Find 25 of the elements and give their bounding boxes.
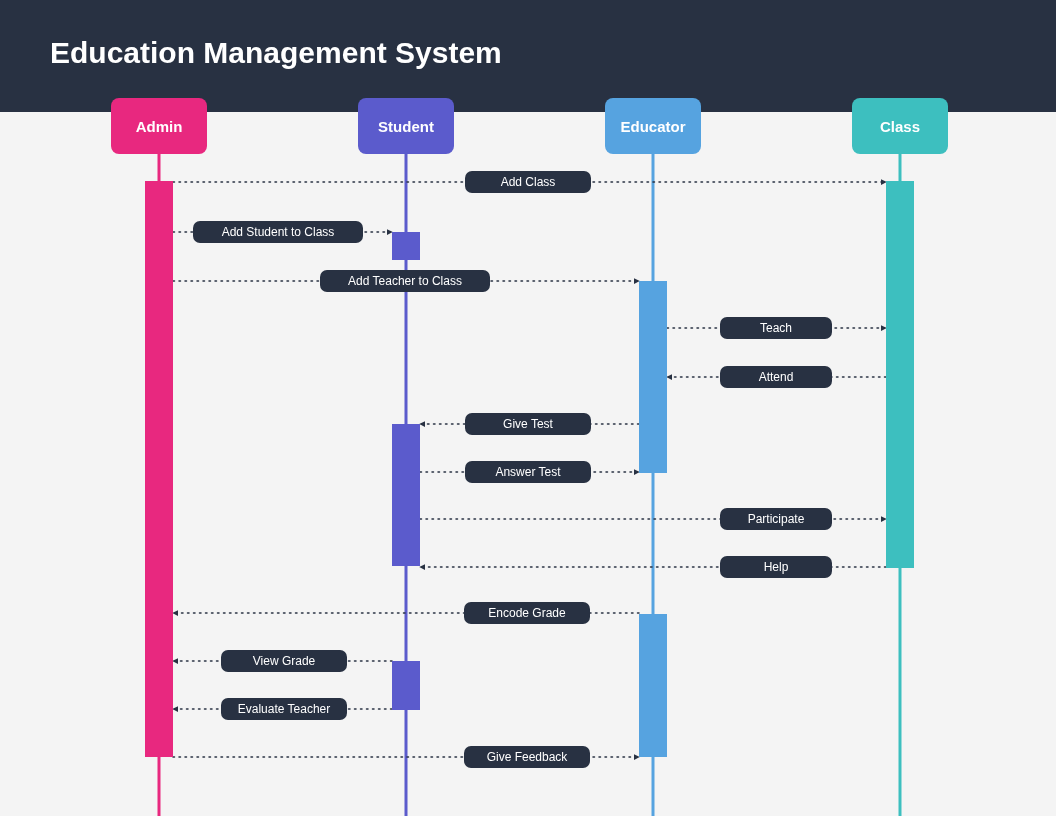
edge-label: View Grade bbox=[221, 650, 347, 672]
edge-label: Participate bbox=[720, 508, 832, 530]
edge-label: Add Class bbox=[465, 171, 591, 193]
edge-label: Attend bbox=[720, 366, 832, 388]
activation-bar bbox=[639, 281, 667, 473]
edge-label: Teach bbox=[720, 317, 832, 339]
edge-label: Evaluate Teacher bbox=[221, 698, 347, 720]
edge-label: Encode Grade bbox=[464, 602, 590, 624]
activation-bar bbox=[639, 614, 667, 757]
participant-box: Class bbox=[852, 98, 948, 154]
edge-label: Answer Test bbox=[465, 461, 591, 483]
edge-label: Add Teacher to Class bbox=[320, 270, 490, 292]
activation-bar bbox=[392, 232, 420, 260]
edge-label: Give Feedback bbox=[464, 746, 590, 768]
title: Education Management System bbox=[50, 36, 502, 70]
edge-label: Help bbox=[720, 556, 832, 578]
edge-label: Give Test bbox=[465, 413, 591, 435]
participant-box: Student bbox=[358, 98, 454, 154]
activation-bar bbox=[392, 424, 420, 566]
activation-bar bbox=[392, 661, 420, 710]
participant-box: Educator bbox=[605, 98, 701, 154]
activation-bar bbox=[886, 181, 914, 568]
activation-bar bbox=[145, 181, 173, 757]
participant-box: Admin bbox=[111, 98, 207, 154]
edge-label: Add Student to Class bbox=[193, 221, 363, 243]
